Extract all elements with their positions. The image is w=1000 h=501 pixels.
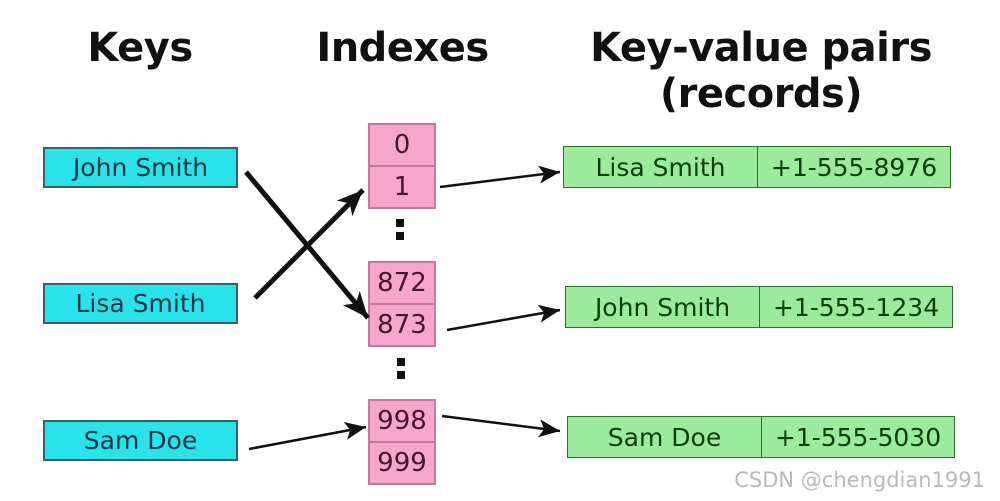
records-header-line1: Key-value pairs: [590, 25, 932, 71]
record-name-cell: Sam Doe: [568, 417, 762, 457]
record-phone-cell: +1-555-1234: [772, 292, 940, 322]
record-phone-cell: +1-555-5030: [774, 422, 942, 452]
key-box-sam-doe: Sam Doe: [43, 420, 238, 461]
index-cell-998: 998: [377, 406, 427, 436]
arrow-index-998-to-sam-record: [441, 414, 561, 438]
watermark: CSDN @chengdian1991: [734, 468, 985, 492]
record-phone-cell: +1-555-8976: [770, 152, 938, 182]
record-box-lisa-smith: Lisa Smith +1-555-8976: [563, 146, 951, 188]
indexes-column-header: Indexes: [316, 25, 489, 71]
arrow-john-to-index-873: [244, 170, 370, 320]
index-cell-873: 873: [370, 303, 434, 345]
index-cell-0: 0: [393, 130, 411, 160]
key-box-john-smith: John Smith: [43, 147, 238, 188]
records-header-line2: (records): [659, 71, 863, 117]
index-cell-1: 1: [370, 165, 434, 207]
record-name-cell: John Smith: [566, 287, 760, 327]
record-box-sam-doe: Sam Doe +1-555-5030: [567, 416, 955, 458]
arrow-sam-to-index-998: [248, 422, 367, 451]
record-name-cell: Lisa Smith: [564, 147, 758, 187]
index-group-998-999: 998 999: [368, 399, 436, 485]
record-box-john-smith: John Smith +1-555-1234: [565, 286, 953, 328]
key-box-lisa-smith: Lisa Smith: [43, 283, 238, 324]
arrow-index-1-to-lisa-record: [439, 165, 561, 189]
index-group-0-1: 0 1: [368, 123, 436, 209]
ellipsis-dots-upper: [396, 219, 404, 240]
index-cell-872: 872: [377, 268, 427, 298]
arrow-lisa-to-index-1: [253, 188, 365, 300]
index-group-872-873: 872 873: [368, 261, 436, 347]
arrow-index-873-to-john-record: [446, 304, 561, 332]
keys-column-header: Keys: [87, 25, 193, 71]
ellipsis-dots-lower: [397, 358, 405, 379]
records-column-header: Key-value pairs (records): [565, 25, 957, 117]
index-cell-999: 999: [370, 441, 434, 483]
